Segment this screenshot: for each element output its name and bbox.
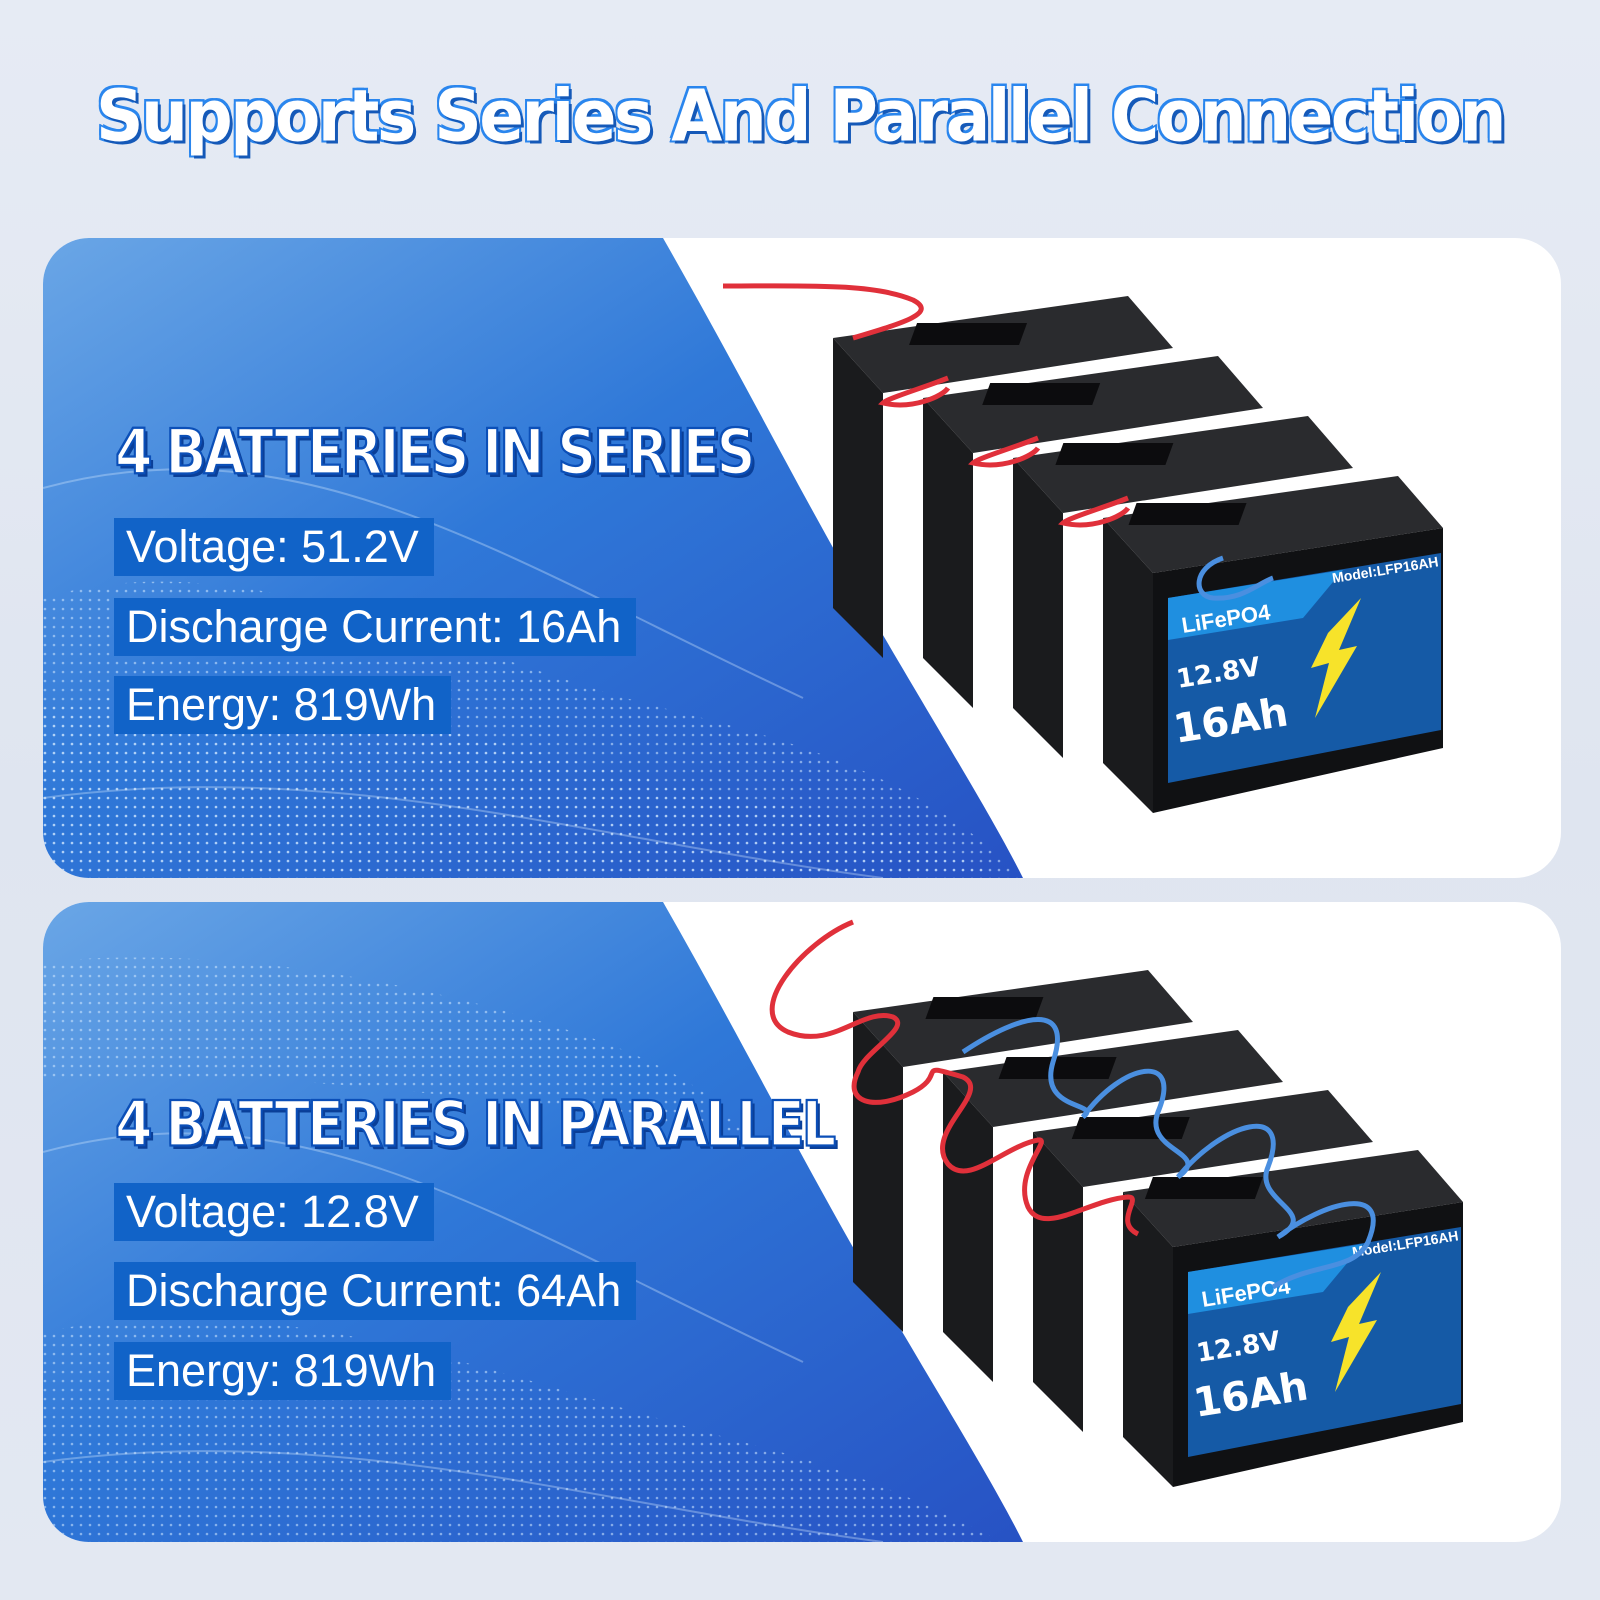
battery-4	[1103, 476, 1443, 813]
parallel-discharge-current: Discharge Current: 64Ah	[114, 1262, 637, 1320]
parallel-panel: 4 BATTERIES IN PARALLEL Voltage: 12.8V D…	[43, 902, 1561, 1542]
battery-2	[943, 1030, 1283, 1382]
series-voltage: Voltage: 51.2V	[114, 518, 434, 576]
series-heading: 4 BATTERIES IN SERIES	[114, 415, 756, 490]
positive-parallel-wire	[769, 919, 1140, 1237]
battery-3	[1013, 416, 1353, 758]
battery-4	[1123, 1150, 1463, 1487]
parallel-energy: Energy: 819Wh	[114, 1342, 452, 1400]
series-link-2	[968, 435, 1041, 468]
series-link-3	[1058, 495, 1131, 528]
series-energy: Energy: 819Wh	[114, 676, 452, 734]
page-title: Supports Series And Parallel Connection	[95, 73, 1508, 159]
negative-parallel-wire	[961, 1017, 1376, 1290]
battery-2	[923, 356, 1263, 708]
negative-wire	[1196, 555, 1274, 601]
series-link-1	[878, 375, 951, 408]
battery-1	[853, 970, 1193, 1332]
battery-1	[833, 296, 1173, 658]
parallel-battery-illustration: LiFePO4 Model:LFP16AH 12.8V 16Ah	[769, 919, 1463, 1487]
series-panel: 4 BATTERIES IN SERIES Voltage: 51.2V Dis…	[43, 238, 1561, 878]
parallel-heading: 4 BATTERIES IN PARALLEL	[114, 1087, 837, 1162]
battery-3	[1033, 1090, 1373, 1432]
parallel-voltage: Voltage: 12.8V	[114, 1183, 434, 1241]
positive-wire	[722, 283, 924, 341]
series-discharge-current: Discharge Current: 16Ah	[114, 598, 637, 656]
series-battery-illustration: LiFePO4 Model:LFP16AH 12.8V 16Ah	[722, 283, 1443, 813]
